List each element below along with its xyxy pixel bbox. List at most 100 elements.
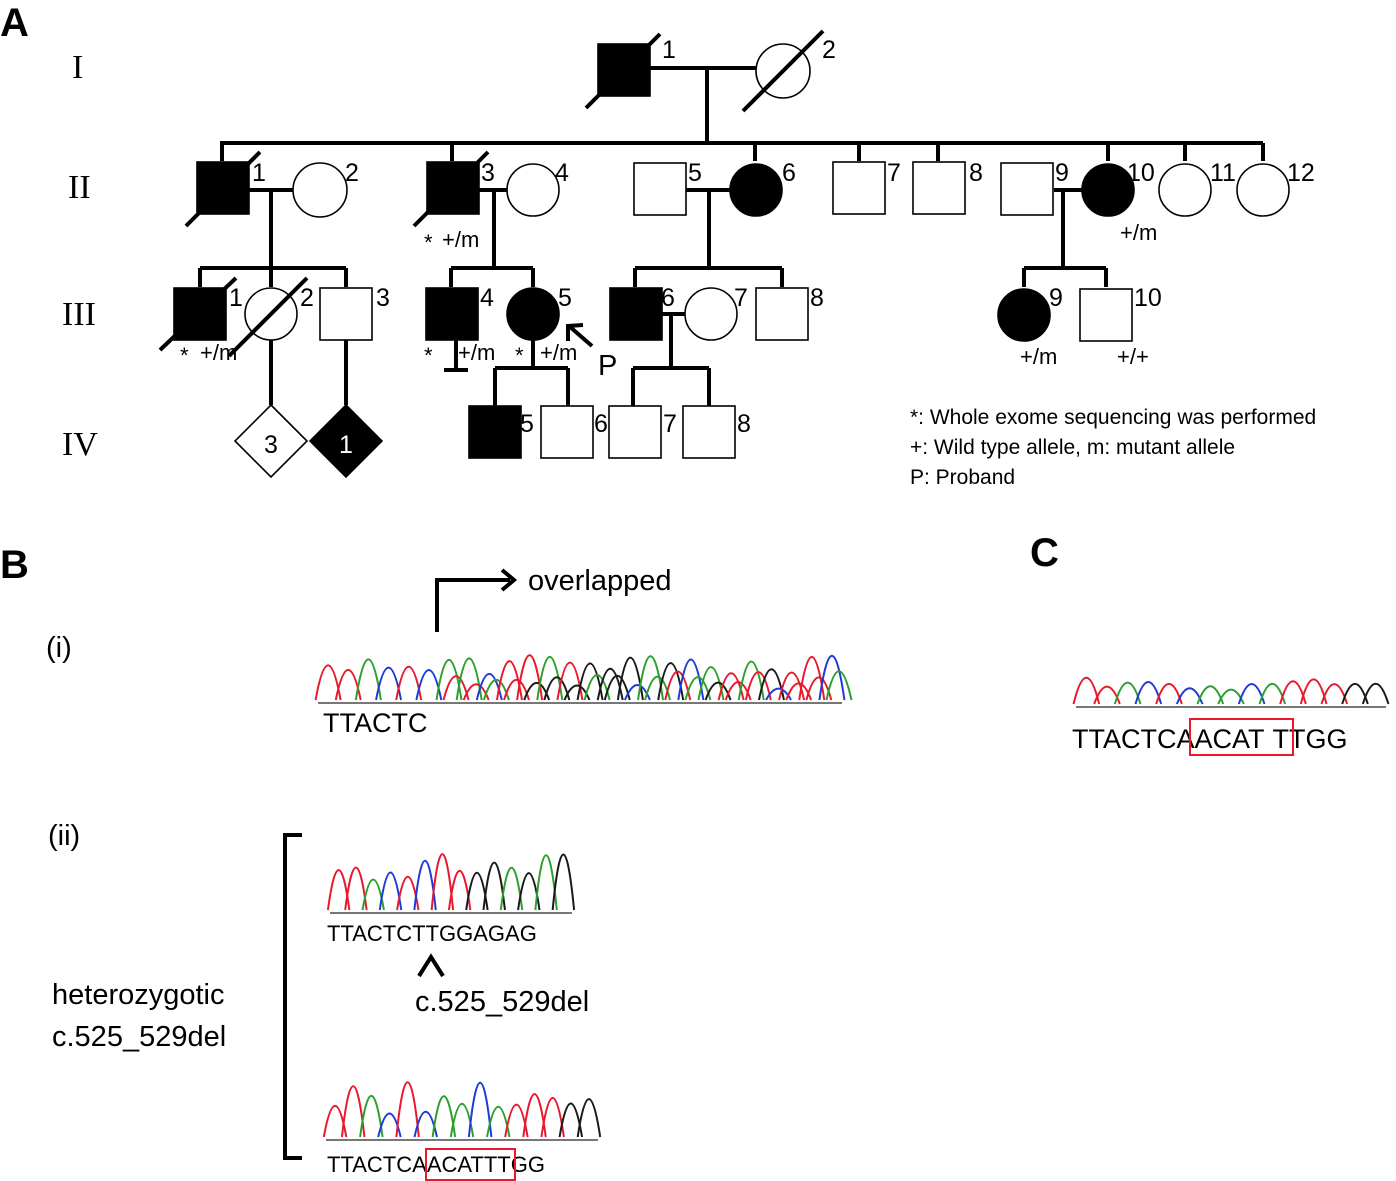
trace-peak — [624, 684, 651, 701]
individual-II-7 — [832, 161, 886, 215]
individual-number: 5 — [688, 159, 702, 187]
trace-peak — [523, 681, 551, 701]
individual-IV-diamond-affected — [308, 403, 384, 479]
wes-marker: * — [180, 343, 189, 368]
wes-marker: * — [515, 343, 524, 368]
panel-label-b: B — [0, 543, 29, 587]
individual-II-11 — [1158, 163, 1212, 217]
trace-peak — [603, 675, 631, 701]
wes-marker: * — [424, 343, 433, 368]
individual-number: 5 — [558, 284, 572, 312]
generation-label-4: IV — [62, 426, 98, 463]
chromatogram-c — [1072, 677, 1390, 705]
individual-IV-7 — [608, 405, 662, 459]
trace-peak — [724, 681, 752, 701]
trace-peak — [413, 1111, 438, 1138]
individual-II-6 — [729, 163, 783, 217]
highlight-box — [425, 1148, 516, 1181]
individual-number: 2 — [300, 284, 314, 312]
chromatogram-b-ii-bottom — [322, 1081, 602, 1138]
trace-peak — [430, 853, 455, 911]
label-b-ii: (ii) — [48, 820, 80, 852]
panel-label-a: A — [0, 1, 29, 45]
individual-number: 7 — [887, 159, 901, 187]
proband-label: P — [598, 350, 617, 382]
sequence-highlighted: AACAT — [1176, 724, 1264, 754]
individual-III-10 — [1079, 288, 1133, 342]
genotype-label: +/m — [442, 227, 479, 252]
trace-peak — [551, 853, 576, 911]
sequence-highlighted: AACAT — [412, 1152, 484, 1177]
individual-number: 11 — [1210, 159, 1236, 187]
trace-peak — [1093, 685, 1121, 705]
deceased-slash — [184, 150, 262, 228]
individual-II-12 — [1236, 163, 1290, 217]
individual-number: 6 — [594, 410, 608, 438]
trace-peak — [637, 655, 665, 701]
individual-number: 3 — [376, 284, 390, 312]
sequence-prefix: TTACTC — [327, 1152, 412, 1177]
genotype-label: +/m — [458, 340, 495, 365]
trace-peak — [467, 1082, 493, 1138]
sequence-suffix: TTGG — [1273, 724, 1348, 754]
individual-number: 2 — [822, 36, 836, 64]
individual-number: 8 — [810, 284, 824, 312]
trace-peak — [344, 866, 368, 911]
individual-number: 9 — [1055, 159, 1069, 187]
trace-peak — [818, 654, 846, 701]
deceased-slash — [158, 276, 238, 352]
genotype-label: +/m — [540, 340, 577, 365]
individual-number: 12 — [1287, 159, 1315, 187]
individual-number: 1 — [229, 284, 243, 312]
trace-peak — [543, 676, 571, 701]
individual-number: 4 — [555, 159, 569, 187]
individual-III-4 — [425, 287, 479, 341]
overlap-arrow — [435, 568, 518, 632]
heterozygotic-label: heterozygotic — [52, 979, 225, 1011]
individual-II-8 — [912, 161, 966, 215]
trace-peak — [1217, 688, 1245, 705]
individual-II-10 — [1081, 163, 1135, 217]
individual-IV-diamond-unaffected — [233, 403, 309, 479]
chromatogram-b-i — [314, 654, 853, 701]
individual-number: 10 — [1134, 284, 1162, 312]
deletion-label: c.525_529del — [415, 986, 589, 1018]
trace-peak — [825, 670, 853, 701]
trace-peak — [677, 658, 705, 701]
individual-III-7 — [684, 287, 738, 341]
heterozygotic-mutation: c.525_529del — [52, 1021, 226, 1053]
individual-III-5 — [506, 287, 560, 341]
individual-IV-5 — [468, 405, 522, 459]
individual-number: 6 — [661, 284, 675, 312]
generation-label-2: II — [68, 169, 91, 206]
panel-label-c: C — [1030, 531, 1059, 575]
individual-II-9 — [1000, 162, 1054, 216]
deletion-caret — [417, 953, 445, 978]
individual-number: 5 — [520, 410, 534, 438]
label-b-i: (i) — [46, 632, 72, 664]
individual-number: 1 — [252, 159, 266, 187]
wes-marker: * — [424, 230, 433, 255]
individual-count: 1 — [339, 431, 353, 459]
trace-peak — [431, 1095, 457, 1138]
genotype-label: +/+ — [1117, 344, 1149, 369]
genotype-label: +/m — [1020, 344, 1057, 369]
genotype-label: +/m — [1120, 220, 1157, 245]
individual-number: 8 — [969, 159, 983, 187]
trace-peak — [536, 655, 564, 701]
individual-number: 9 — [1049, 284, 1063, 312]
individual-II-4 — [506, 163, 560, 217]
sequence-b-ii-bottom: TTACTCAACATTTGG — [327, 1152, 545, 1177]
trace-peak — [785, 682, 813, 701]
individual-II-2 — [292, 162, 348, 218]
individual-number: 3 — [481, 159, 495, 187]
trace-peak — [737, 660, 765, 701]
legend-line-3: P: Proband — [910, 466, 1015, 489]
trace-peak — [744, 671, 772, 701]
individual-IV-6 — [540, 405, 594, 459]
legend-line-2: +: Wild type allele, m: mutant allele — [910, 436, 1235, 459]
trace-peak — [576, 1098, 602, 1138]
pedigree-lines — [198, 66, 1265, 406]
